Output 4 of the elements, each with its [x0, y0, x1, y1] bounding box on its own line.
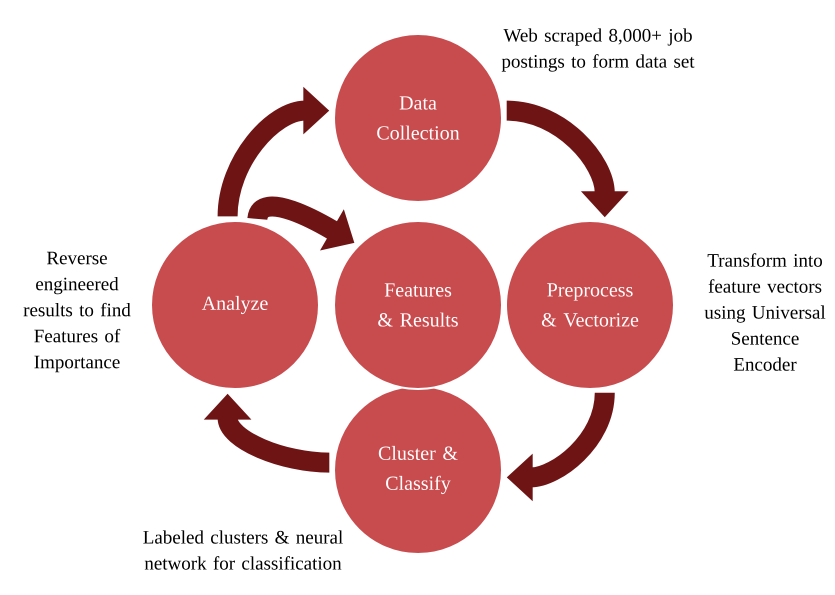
- caption-text: Labeled clusters & neural network for classification: [143, 530, 343, 570]
- caption-text: Transform into feature vectors using Universal Sentence Encoder: [704, 253, 826, 371]
- caption-text: Reverse engineered results to find Features of Importance: [24, 252, 131, 372]
- caption-text: Web scraped 8,000+ job postings to form data set: [502, 28, 694, 72]
